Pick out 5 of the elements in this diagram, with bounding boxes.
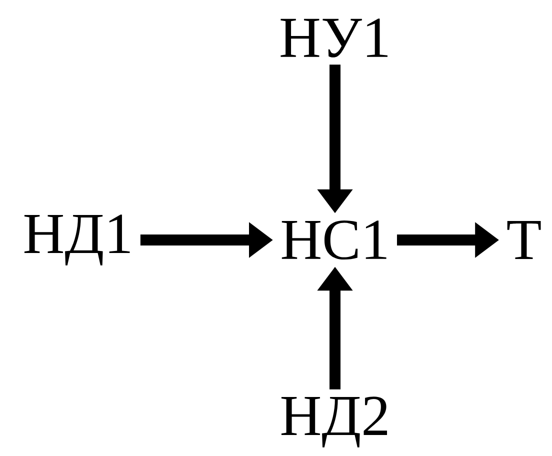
node-label: НС1 — [282, 220, 386, 260]
node-label: НД1 — [24, 214, 130, 266]
node-label: Т — [507, 221, 541, 259]
node-label: НД2 — [281, 396, 387, 448]
node-label: НУ1 — [280, 18, 388, 58]
